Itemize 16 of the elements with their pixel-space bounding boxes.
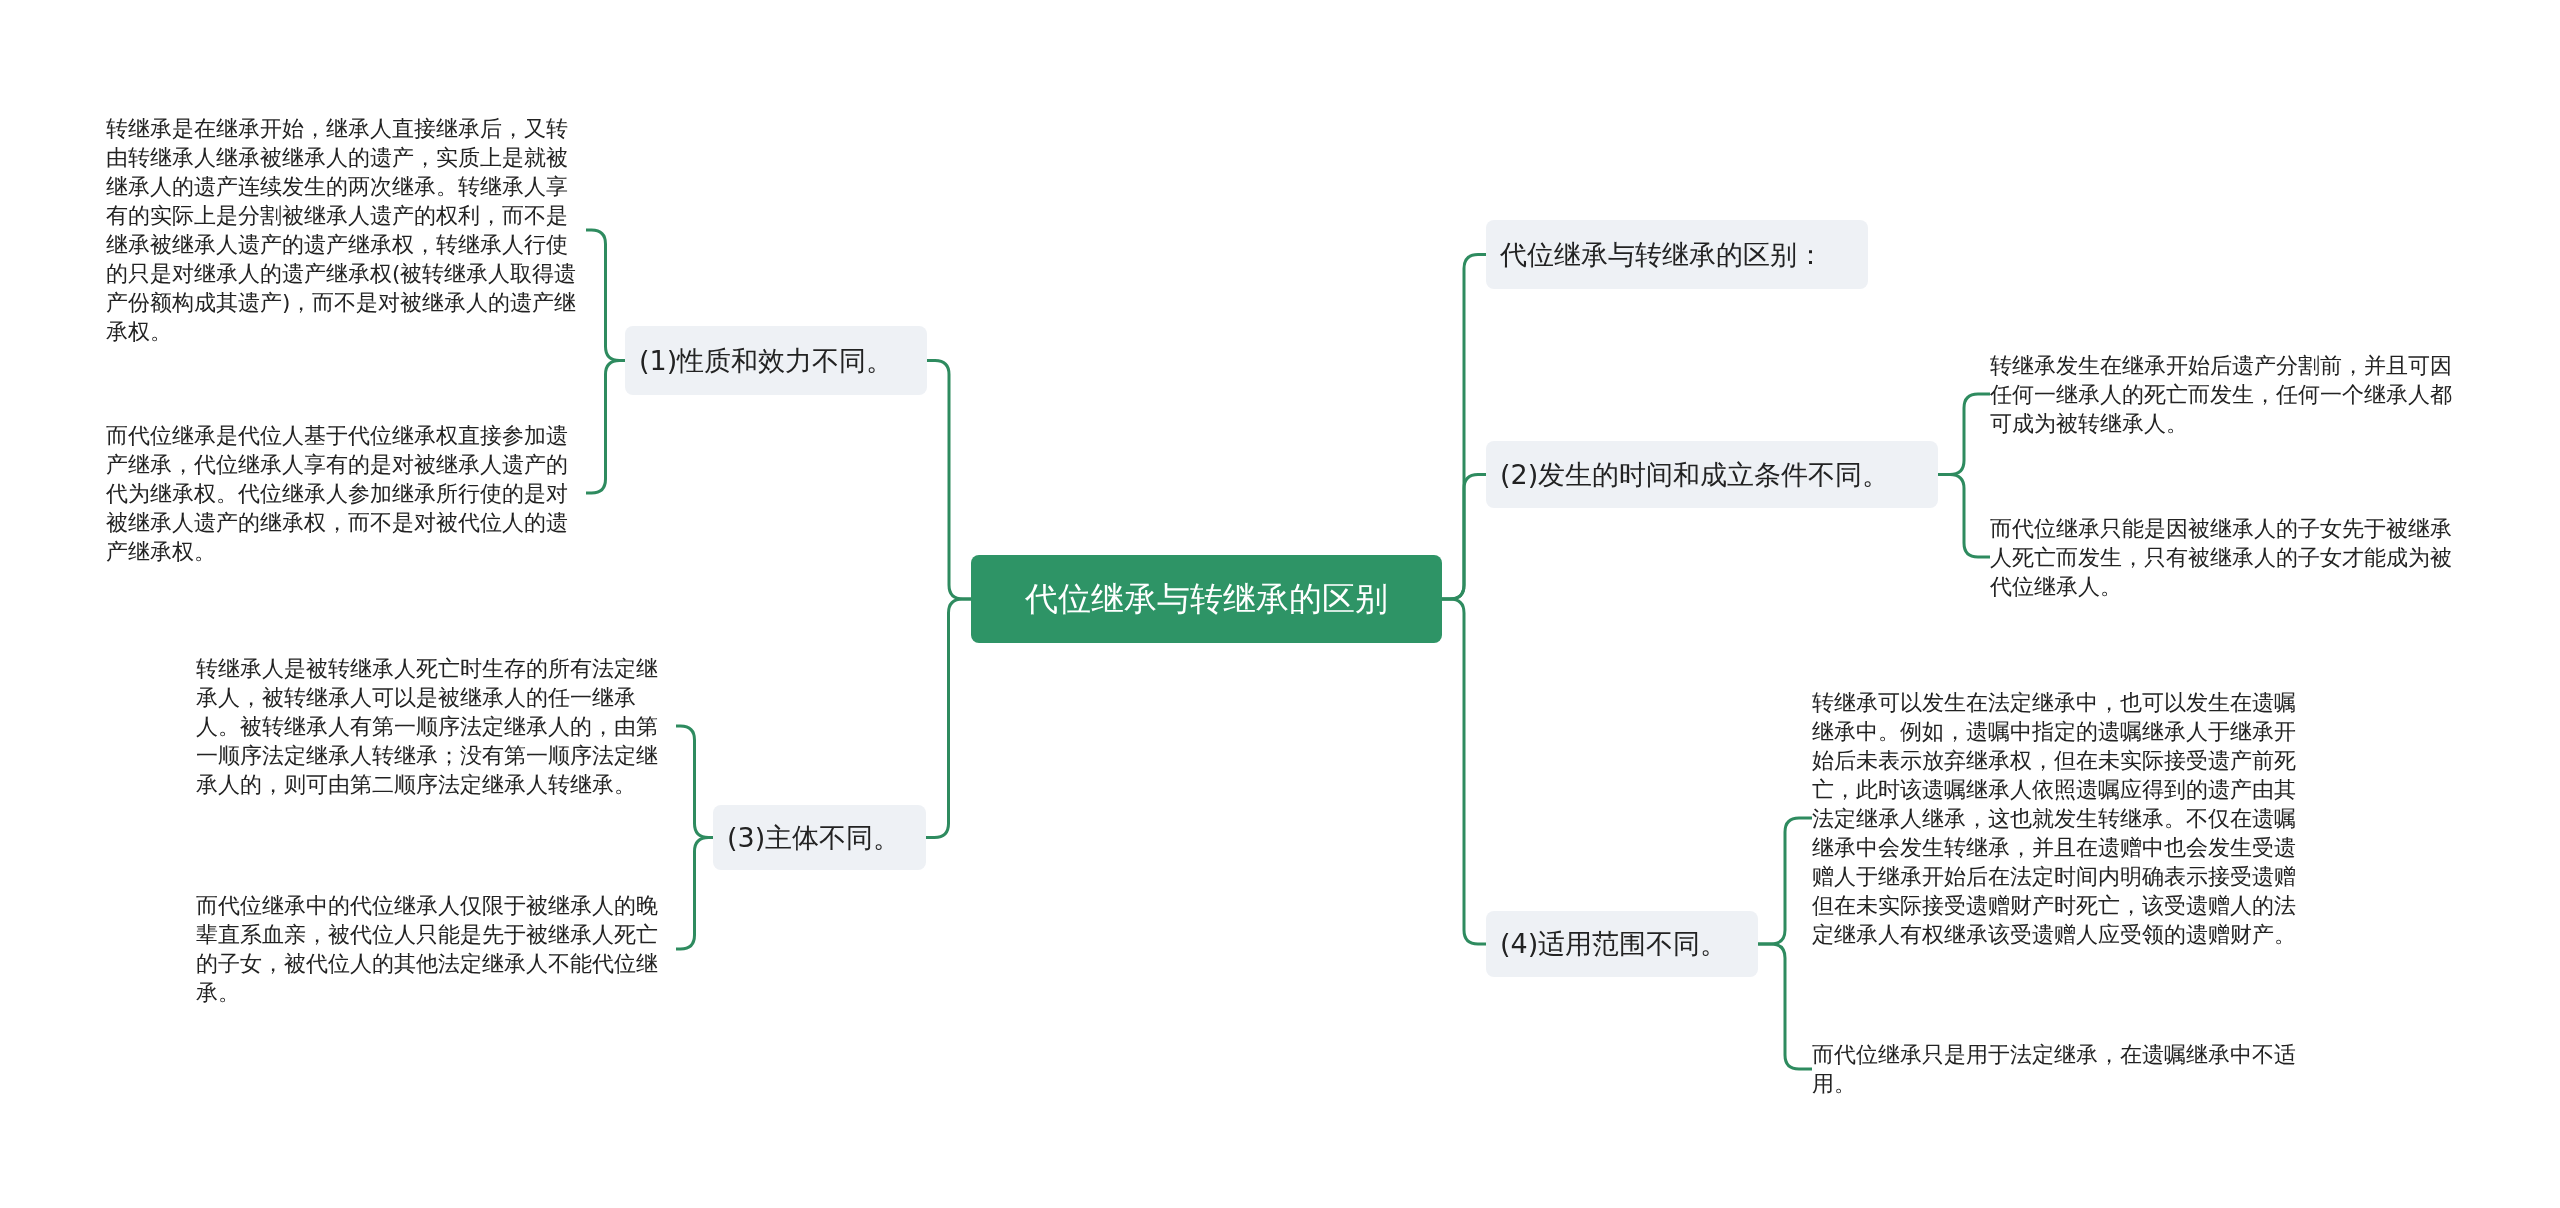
central-topic-box: 代位继承与转继承的区别: [971, 555, 1442, 643]
note-text: 而代位继承只能是因被继承人的子女先于被继承人死亡而发生，只有被继承人的子女才能成为被代位继承人。: [1990, 507, 2470, 607]
note-text: 而代位继承中的代位继承人仅限于被继承人的晚辈直系血亲，被代位人只能是先于被继承人死亡的子女，被代位人的其他法定继承人不能代位继承。: [196, 886, 676, 1012]
topic-box: (1)性质和效力不同。: [625, 326, 927, 395]
topic-box: (3)主体不同。: [713, 805, 926, 870]
note-text: 转继承可以发生在法定继承中，也可以发生在遗嘱继承中。例如，遗嘱中指定的遗嘱继承人于继承开始后未表示放弃继承权，但在未实际接受遗产前死亡，此时该遗嘱继承人依照遗嘱应得到的遗产由其法定继承人继承，这也就发生转继承。不仅在遗嘱继承中会发生转继承，并且在遗赠中也会发生受遗赠人于继承开始后在法定时间内明确表示接受遗赠但在未实际接受遗赠财产时死亡，该受遗赠人的法定继承人有权继承该受遗赠人应受领的遗赠财产。: [1812, 664, 2297, 972]
connector-line: [1442, 597, 1486, 946]
connector-line: [926, 597, 971, 839]
topic-box: 代位继承与转继承的区别：: [1486, 220, 1868, 289]
note-text: 转继承发生在继承开始后遗产分割前，并且可因任何一继承人的死亡而发生，任何一个继承人都可成为被转继承人。: [1990, 344, 2470, 444]
note-text: 转继承是在继承开始，继承人直接继承后，又转由转继承人继承被继承人的遗产，实质上是就被继承人的遗产连续发生的两次继承。转继承人享有的实际上是分割被继承人遗产的权利，而不是继承被继承人遗产的遗产继承权，转继承人行使的只是对继承人的遗产继承权(被转继承人取得遗产份额构成其遗产)，而不是对被继承人的遗产继承权。: [106, 108, 586, 352]
topic-box: (4)适用范围不同。: [1486, 911, 1758, 977]
topic-box: (2)发生的时间和成立条件不同。: [1486, 441, 1938, 508]
note-text: 而代位继承只是用于法定继承，在遗嘱继承中不适用。: [1812, 1036, 2297, 1102]
note-text: 转继承人是被转继承人死亡时生存的所有法定继承人，被转继承人可以是被继承人的任一继承人。被转继承人有第一顺序法定继承人的，由第一顺序法定继承人转继承；没有第一顺序法定继承人的，则可由第二顺序法定继承人转继承。: [196, 632, 676, 820]
note-text: 而代位继承是代位人基于代位继承权直接参加遗产继承，代位继承人享有的是对被继承人遗产的代为继承权。代位继承人参加继承所行使的是对被继承人遗产的继承权，而不是对被代位人的遗产继承权。: [106, 418, 586, 568]
